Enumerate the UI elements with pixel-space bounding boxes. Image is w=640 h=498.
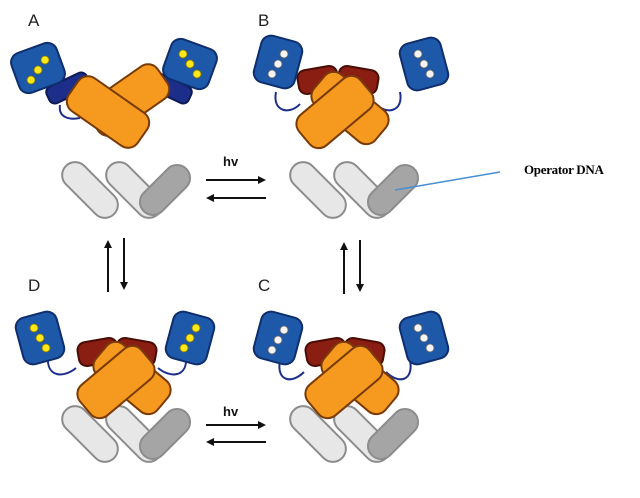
chromophore-dot bbox=[179, 343, 189, 353]
effector-domain-front bbox=[76, 344, 156, 420]
callout-line bbox=[394, 171, 501, 191]
chromophore-dot bbox=[192, 69, 202, 79]
dna-segment-left bbox=[61, 161, 119, 219]
hv-label-bottom: hv bbox=[223, 404, 239, 419]
dna-segment-right bbox=[366, 163, 420, 217]
panel-letter-d: D bbox=[28, 276, 40, 295]
chromophore-dot bbox=[267, 69, 277, 79]
chromophore-dot bbox=[425, 69, 435, 79]
arrowhead bbox=[120, 282, 128, 290]
effector-domain-front bbox=[304, 344, 384, 420]
chromophore-dot bbox=[40, 55, 50, 65]
panel-c bbox=[252, 310, 450, 463]
chromophore-dot bbox=[178, 49, 188, 59]
arrowhead bbox=[206, 438, 214, 446]
right-vertical-arrows bbox=[340, 240, 364, 294]
effector-domain-front bbox=[295, 74, 375, 150]
chromophore-dot bbox=[419, 333, 429, 343]
hv-label-top: hv bbox=[223, 154, 239, 169]
chromophore-dot bbox=[425, 343, 435, 353]
arrowhead bbox=[104, 240, 112, 248]
arrowhead bbox=[206, 194, 214, 202]
linker bbox=[274, 91, 301, 112]
chromophore-dot bbox=[279, 49, 289, 59]
dna-segment-left bbox=[61, 405, 119, 463]
chromophore-dot bbox=[267, 345, 277, 355]
chromophore-dot bbox=[185, 333, 195, 343]
chromophore-dot bbox=[419, 59, 429, 69]
panel-letter-a: A bbox=[28, 11, 40, 30]
chromophore-dot bbox=[185, 59, 195, 69]
chromophore-dot bbox=[35, 333, 45, 343]
linker bbox=[385, 359, 412, 381]
chromophore-dot bbox=[273, 335, 283, 345]
chromophore-dot bbox=[279, 325, 289, 335]
arrowhead bbox=[258, 421, 266, 429]
linker bbox=[278, 359, 305, 381]
dna-segment-left bbox=[289, 161, 347, 219]
panel-d bbox=[14, 310, 216, 463]
arrowhead bbox=[258, 176, 266, 184]
chromophore-dot bbox=[41, 343, 51, 353]
top-equilibrium-arrows: hv bbox=[206, 154, 266, 202]
panel-a bbox=[10, 37, 218, 219]
operator-dna-callout: Operator DNA bbox=[394, 162, 605, 191]
chromophore-dot bbox=[191, 323, 201, 333]
dna-segment-right bbox=[138, 407, 192, 461]
dna-segment-right bbox=[366, 407, 420, 461]
dna-segment-right bbox=[138, 163, 192, 217]
operator-dna-label: Operator DNA bbox=[524, 162, 604, 177]
arrowhead bbox=[356, 284, 364, 292]
panel-b bbox=[252, 34, 450, 219]
chromophore-dot bbox=[29, 323, 39, 333]
bottom-equilibrium-arrows: hv bbox=[206, 404, 266, 446]
chromophore-dot bbox=[273, 59, 283, 69]
left-vertical-arrows bbox=[104, 238, 128, 292]
chromophore-dot bbox=[33, 65, 43, 75]
panel-letter-c: C bbox=[258, 276, 270, 295]
chromophore-dot bbox=[26, 75, 36, 85]
chromophore-dot bbox=[413, 49, 423, 59]
panel-letter-b: B bbox=[258, 11, 269, 30]
chromophore-dot bbox=[413, 323, 423, 333]
effector-domain-front bbox=[65, 75, 151, 149]
arrowhead bbox=[340, 242, 348, 250]
linker bbox=[58, 104, 81, 120]
